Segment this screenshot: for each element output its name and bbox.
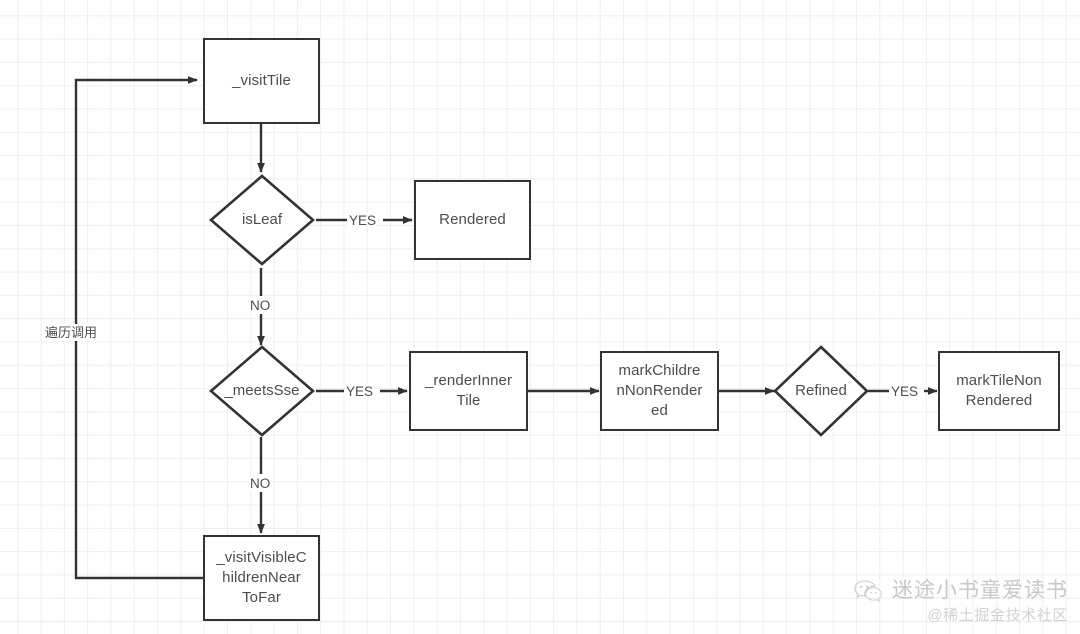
node-meets-sse[interactable]: _meetsSse [209, 345, 315, 437]
node-visit-visible-label-line3: ToFar [242, 589, 281, 606]
node-rendered-label: Rendered [439, 211, 506, 228]
node-visit-visible-children[interactable]: _visitVisibleC hildrenNear ToFar [203, 535, 320, 621]
node-mark-children-label-line2: nNonRender [616, 382, 703, 399]
edge-label-loop-traversal: 遍历调用 [44, 324, 99, 341]
diamond-shape [209, 345, 315, 437]
edge-label-isleaf-yes: YES [348, 213, 378, 228]
node-mark-tile-label-line2: Rendered [965, 392, 1033, 409]
node-render-inner-tile[interactable]: _renderInner Tile [409, 351, 528, 431]
node-visit-tile-label: _visitTile [232, 72, 291, 89]
node-is-leaf[interactable]: isLeaf [209, 174, 315, 266]
node-meets-sse-label: _meetsSse [224, 382, 300, 399]
node-mark-children-label-line3: ed [651, 402, 668, 419]
node-visit-visible-label-line2: hildrenNear [222, 569, 301, 586]
node-is-leaf-label: isLeaf [241, 211, 283, 228]
node-refined-label: Refined [795, 382, 847, 399]
watermark-account: 迷途小书童爱读书 [892, 579, 1068, 602]
diamond-shape [209, 174, 315, 266]
diamond-shape [773, 345, 869, 437]
watermark-main-row: 迷途小书童爱读书 [853, 578, 1068, 604]
edge-label-meetssse-yes: YES [345, 384, 375, 399]
node-visit-tile[interactable]: _visitTile [203, 38, 320, 124]
node-mark-children-non-rendered[interactable]: markChildre nNonRender ed [600, 351, 719, 431]
node-mark-tile-non-rendered[interactable]: markTileNon Rendered [938, 351, 1060, 431]
node-mark-children-label-line1: markChildre [618, 362, 701, 379]
edge-label-isleaf-no: NO [249, 298, 272, 313]
wechat-icon [854, 580, 882, 603]
node-refined[interactable]: Refined [773, 345, 869, 437]
node-render-inner-tile-label-line1: _renderInner [424, 372, 513, 389]
edge-label-meetssse-no: NO [249, 476, 272, 491]
node-visit-visible-label-line1: _visitVisibleC [216, 549, 307, 566]
node-render-inner-tile-label-line2: Tile [456, 392, 481, 409]
watermark: 迷途小书童爱读书 @稀土掘金技术社区 [853, 578, 1068, 626]
node-mark-tile-label-line1: markTileNon [956, 372, 1042, 389]
edge-label-refined-yes: YES [890, 384, 920, 399]
node-rendered[interactable]: Rendered [414, 180, 531, 260]
watermark-source: @稀土掘金技术社区 [927, 607, 1068, 624]
